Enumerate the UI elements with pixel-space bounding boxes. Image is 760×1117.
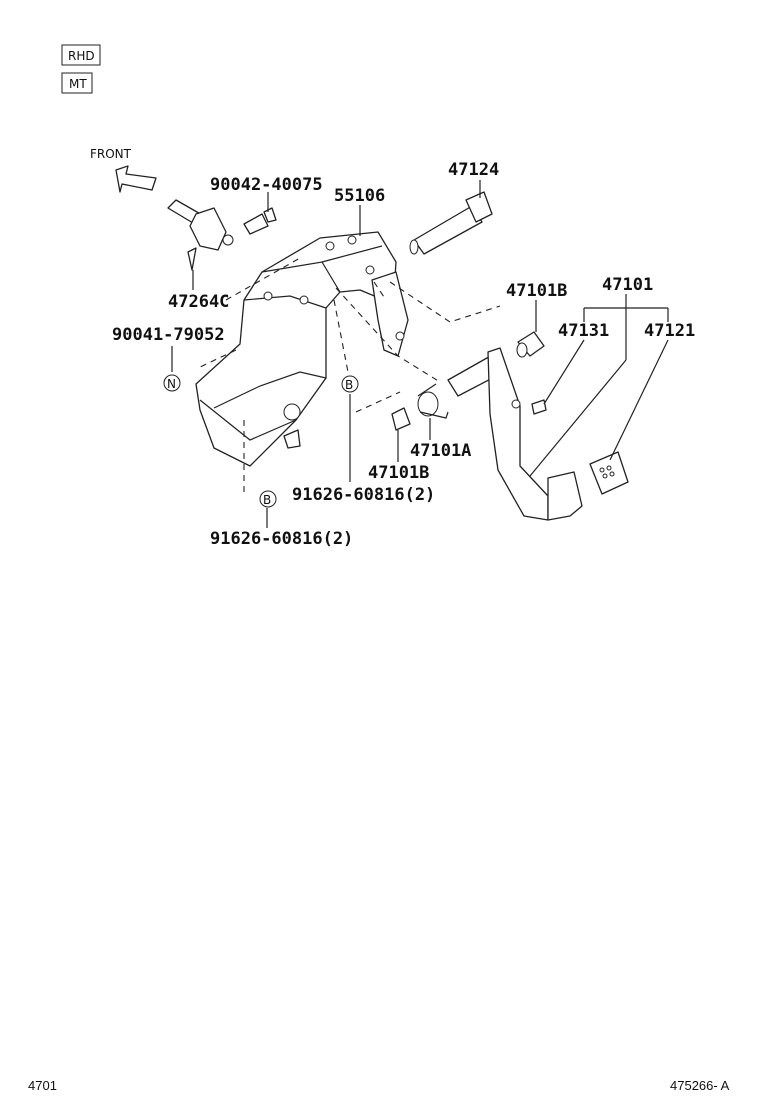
mt-tag: MT xyxy=(61,72,93,94)
label-47101a: 47101A xyxy=(410,441,471,461)
page-number: 4701 xyxy=(28,1078,57,1093)
mt-tag-label: MT xyxy=(69,77,87,91)
label-47264c: 47264C xyxy=(168,292,229,312)
leader-lines xyxy=(171,180,669,528)
marker-b-upper-label: B xyxy=(345,378,353,392)
label-91626-60816-lower: 91626-60816(2) xyxy=(210,529,353,549)
figure-number: 475266- A xyxy=(670,1078,730,1093)
clutch-pedal-47101 xyxy=(447,347,629,521)
assembly-lines xyxy=(197,257,501,494)
pedal-bracket-55106 xyxy=(195,231,409,467)
clevis-assembly xyxy=(167,199,277,271)
label-47101b-bottom: 47101B xyxy=(368,463,429,483)
label-90042-40075: 90042-40075 xyxy=(210,175,323,195)
bolt-47131-icon xyxy=(531,399,547,415)
label-47131: 47131 xyxy=(558,321,609,341)
front-arrow-icon xyxy=(115,165,157,193)
pivot-bolt-47124 xyxy=(409,191,493,255)
bushing-47101b-bottom-icon xyxy=(391,407,411,431)
bolt-90042-icon xyxy=(243,213,269,235)
return-spring-47101a xyxy=(417,383,449,419)
marker-b-upper: B xyxy=(341,375,359,393)
rhd-tag-label: RHD xyxy=(68,49,95,63)
rhd-tag: RHD xyxy=(61,44,101,66)
marker-b-lower-label: B xyxy=(263,493,271,507)
label-47121: 47121 xyxy=(644,321,695,341)
label-47101b-top: 47101B xyxy=(506,281,567,301)
marker-b-lower: B xyxy=(259,490,277,508)
label-47101: 47101 xyxy=(602,275,653,295)
label-47124: 47124 xyxy=(448,160,499,180)
label-90041-79052: 90041-79052 xyxy=(112,325,225,345)
pedal-pad-47121-icon xyxy=(589,451,629,495)
label-91626-60816-upper: 91626-60816(2) xyxy=(292,485,435,505)
marker-n-label: N xyxy=(167,377,176,391)
front-label: FRONT xyxy=(90,147,132,161)
clip-47264c-icon xyxy=(187,247,197,271)
label-55106: 55106 xyxy=(334,186,385,206)
marker-n: N xyxy=(163,374,181,392)
